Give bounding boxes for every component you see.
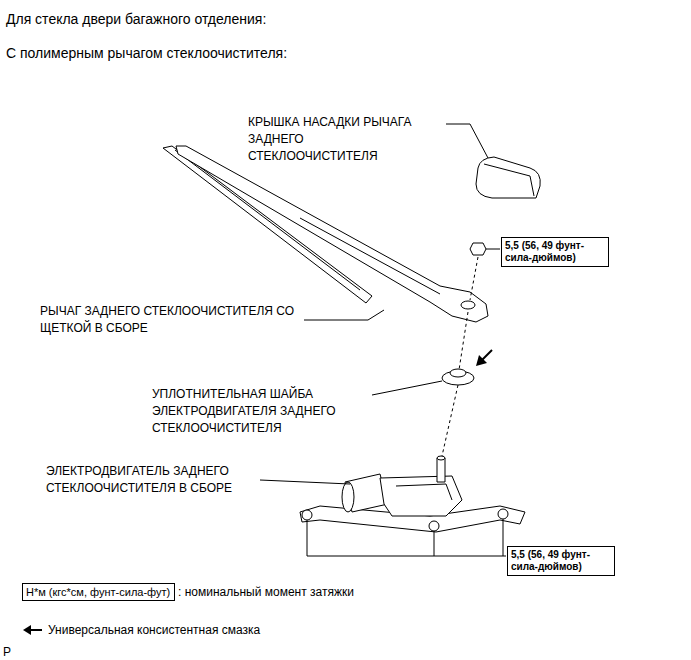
- mount-eye: [302, 510, 312, 520]
- nut: [470, 243, 486, 255]
- mount-eye: [429, 521, 439, 531]
- wiper-blade: [163, 146, 372, 303]
- legend-torque-box: Н*м (кгс*см, фунт-сила-фут): [22, 583, 175, 601]
- torque-box: 5,5 (56, 49 фунт-сила-дюймов): [507, 546, 615, 576]
- motor-shaft: [437, 458, 445, 482]
- axis-line: [442, 257, 478, 456]
- box-text: Н*м (кгс*см, фунт-сила-фут): [26, 586, 171, 598]
- part-name: ЭЛЕКТРОДВИГАТЕЛЬ ЗАДНЕГО СТЕКЛООЧИСТИТЕЛ…: [46, 463, 258, 497]
- page-title: Для стекла двери багажного отделения:: [6, 10, 266, 28]
- part-name: РЫЧАГ ЗАДНЕГО СТЕКЛООЧИСТИТЕЛЯ СО ЩЕТКОЙ…: [40, 303, 302, 337]
- leader-line: [486, 249, 500, 250]
- part-name: УПЛОТНИТЕЛЬНАЯ ШАЙБА ЭЛЕКТРОДВИГАТЕЛЯ ЗА…: [152, 386, 368, 437]
- torque-box: 5,5 (56, 49 фунт-сила-дюймов): [501, 237, 609, 267]
- leader-line: [372, 381, 442, 395]
- arm-edge: [300, 218, 440, 294]
- motor-end: [342, 482, 354, 512]
- leader-line: [260, 480, 350, 484]
- washer-boss: [450, 369, 466, 377]
- torque-bracket: [307, 519, 506, 556]
- shaft-top: [437, 456, 445, 460]
- gearbox: [380, 476, 462, 516]
- part-name: КРЫШКА НАСАДКИ РЫЧАГА ЗАДНЕГО СТЕКЛООЧИС…: [248, 114, 430, 165]
- page-mark: Р: [3, 644, 11, 660]
- grease-arrow: [482, 350, 492, 360]
- subheading: С полимерным рычагом стеклоочистителя:: [6, 44, 287, 62]
- box-text: 5,5 (56, 49 фунт-сила-дюймов): [505, 240, 605, 264]
- leader-line: [304, 310, 384, 320]
- mount-eye: [498, 509, 508, 519]
- wiper-arm: [176, 146, 488, 322]
- cover-edge: [484, 164, 534, 196]
- legend-text: : номинальный момент затяжки: [178, 584, 354, 600]
- leader-line: [446, 124, 488, 158]
- grease-arrow-head: [476, 355, 487, 366]
- legend-text: Универсальная консистентная смазка: [48, 622, 260, 638]
- box-text: 5,5 (56, 49 фунт-сила-дюймов): [511, 549, 611, 573]
- legend-arrow-head: [23, 625, 31, 635]
- arm-cover: [476, 157, 540, 198]
- legend-arrow: [30, 629, 42, 631]
- blade-rib: [175, 150, 360, 290]
- arm-pivot: [461, 301, 475, 309]
- gearbox-edge: [396, 484, 452, 500]
